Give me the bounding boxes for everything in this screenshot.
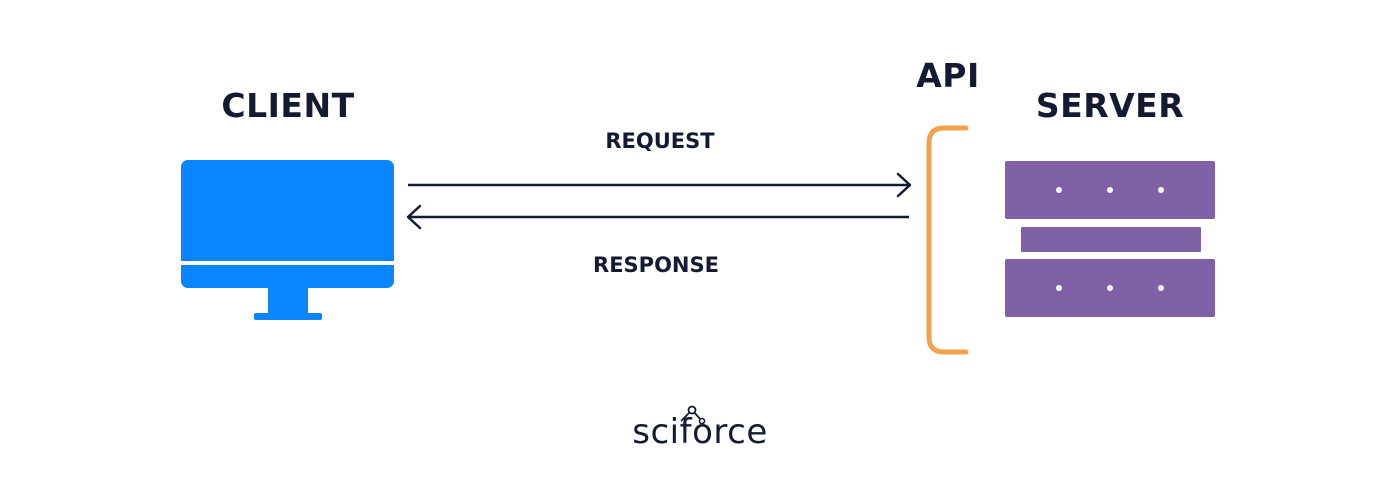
desktop-monitor-icon (181, 160, 394, 320)
sciforce-logo: sciforce (632, 412, 768, 452)
server-rack-icon (1005, 161, 1215, 317)
request-label: REQUEST (605, 129, 715, 153)
client-title: CLIENT (221, 86, 355, 125)
server-title: SERVER (1035, 86, 1185, 125)
bracket-icon (926, 125, 969, 355)
api-title: API (916, 56, 980, 95)
arrow-right-icon (408, 172, 912, 198)
sciforce-logo-mark-icon (680, 405, 706, 425)
arrow-left-icon (406, 204, 909, 230)
response-label: RESPONSE (593, 253, 719, 277)
